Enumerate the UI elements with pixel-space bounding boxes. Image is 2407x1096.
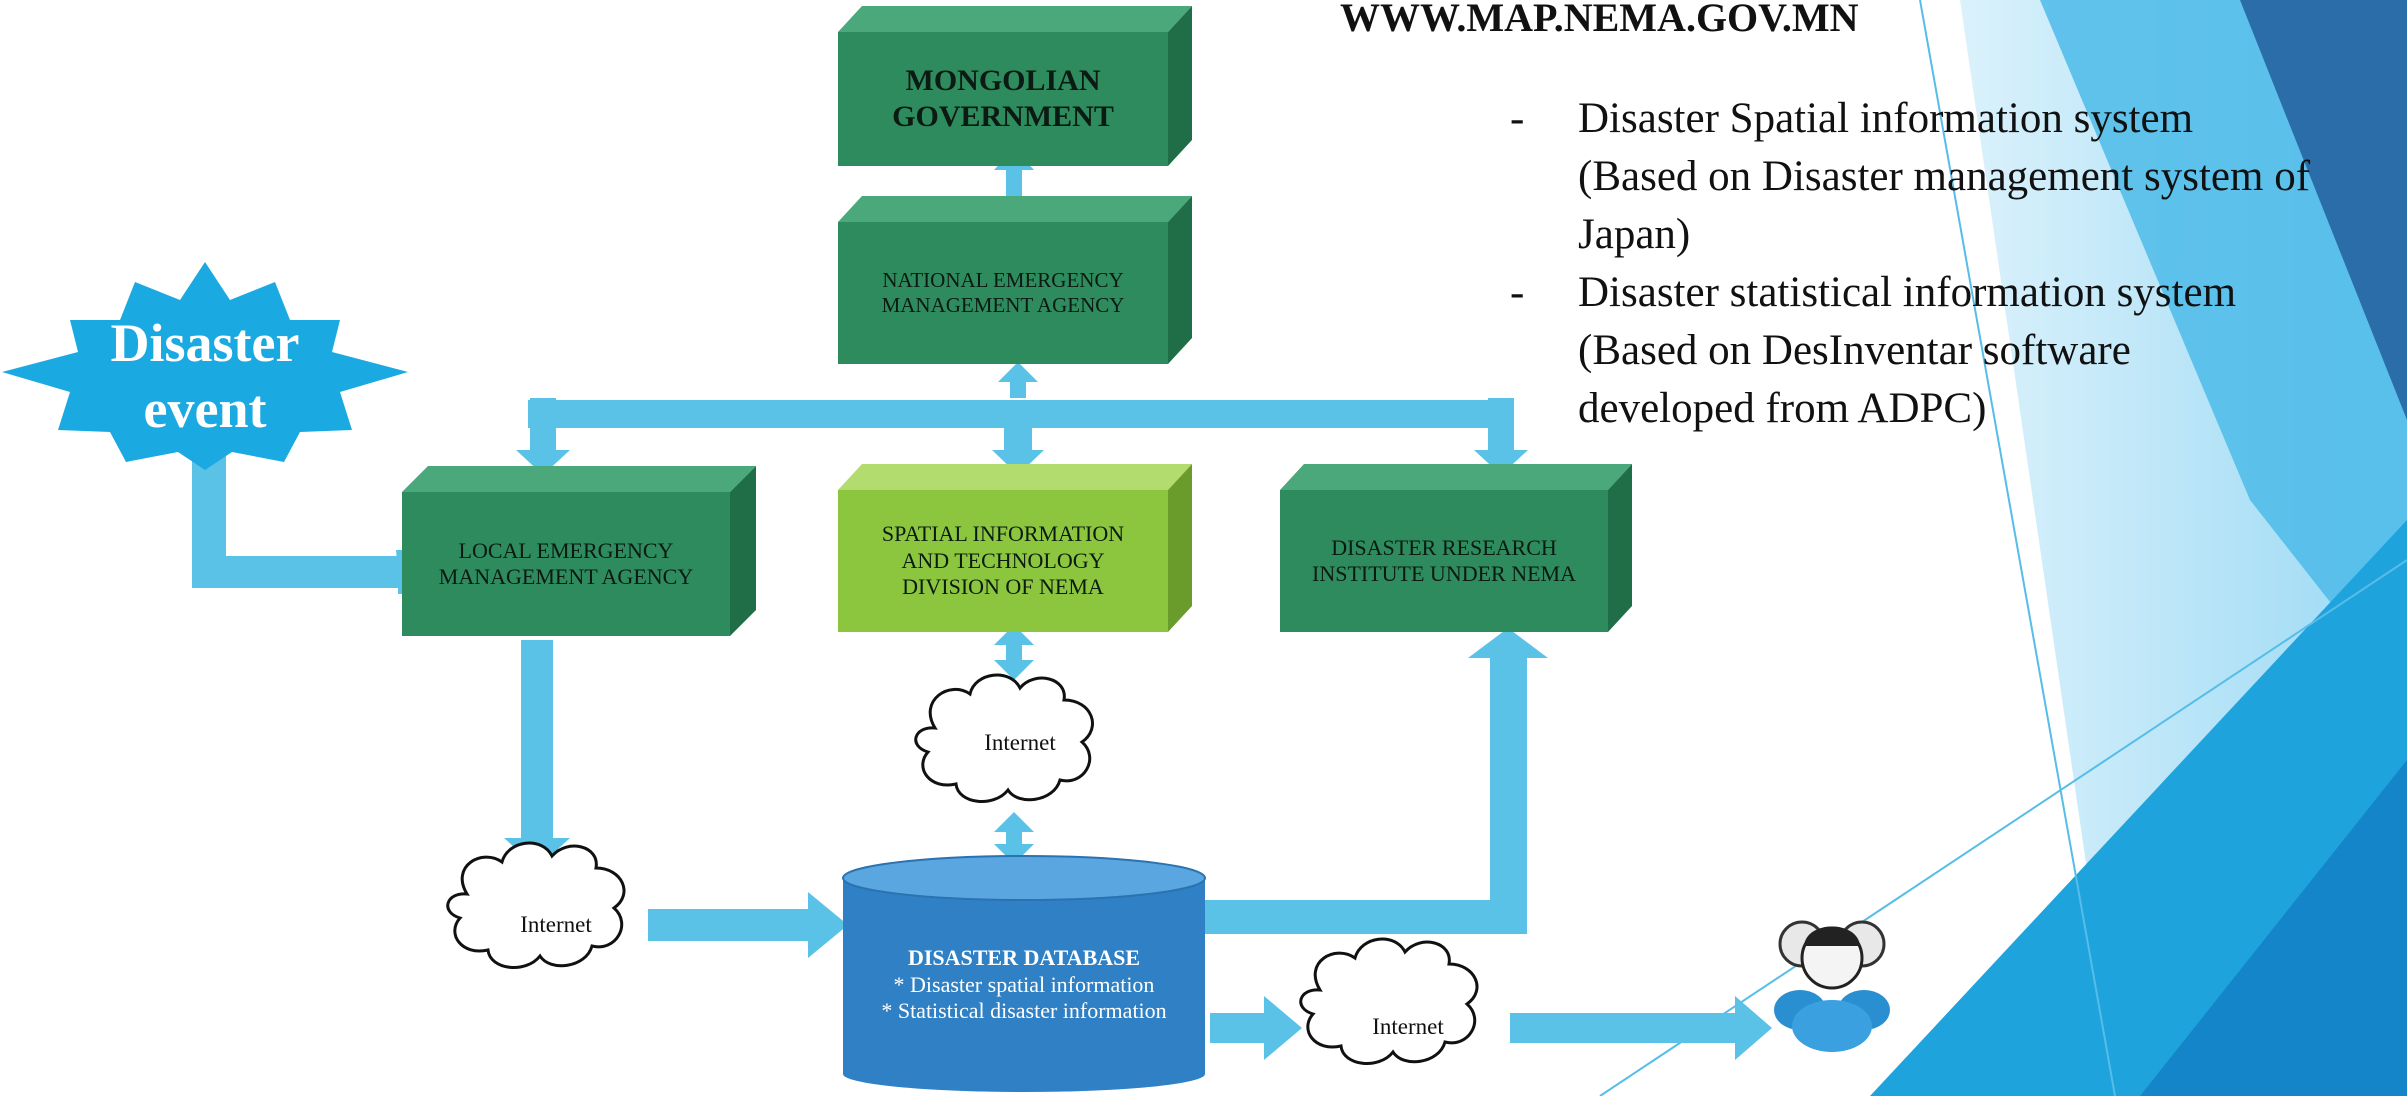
cloud-center-label: Internet [984, 730, 1056, 755]
bullet-marker: - [1510, 95, 1525, 142]
bullet-line: developed from ADPC) [1578, 385, 1987, 432]
arrow-cloud-db-right [648, 909, 810, 941]
node-research: DISASTER RESEARCH INSTITUTE UNDER NEMA [1280, 490, 1608, 632]
research-line2: INSTITUTE UNDER NEMA [1312, 561, 1576, 586]
arrow-to-spatial [992, 450, 1044, 475]
database-line2: * Statistical disaster information [881, 998, 1167, 1024]
arrow-spatial-cloud [994, 625, 1034, 680]
bg-facet-dark [2240, 0, 2407, 420]
arrow-local-down [521, 640, 553, 840]
node-government: MONGOLIAN GOVERNMENT [838, 32, 1168, 166]
spatial-line2: AND TECHNOLOGY [901, 547, 1105, 573]
box-research [1280, 464, 1632, 632]
spatial-line3: DIVISION OF NEMA [902, 574, 1104, 600]
database-title: DISASTER DATABASE [907, 945, 1141, 971]
bullet-item: - Disaster statistical information syste… [1510, 264, 2407, 438]
distribution-bar [528, 400, 1508, 428]
box-government [838, 6, 1192, 166]
spatial-line1: SPATIAL INFORMATION [881, 521, 1125, 547]
bullet-line: Disaster Spatial information system [1578, 95, 2194, 142]
arrow-to-local [516, 450, 570, 475]
bullet-line: (Based on Disaster management system of [1578, 153, 2311, 200]
website-url: WWW.MAP.NEMA.GOV.MN [1340, 0, 1859, 40]
bullet-line: Disaster statistical information system [1578, 269, 2237, 316]
bullet-marker: - [1510, 269, 1525, 316]
node-nema: NATIONAL EMERGENCY MANAGEMENT AGENCY [838, 222, 1168, 364]
bullet-list: - Disaster Spatial information system (B… [1510, 90, 2407, 438]
node-database: DISASTER DATABASE * Disaster spatial inf… [843, 930, 1205, 1040]
cloud-left-shape [446, 841, 626, 969]
nema-line2: MANAGEMENT AGENCY [881, 293, 1125, 317]
arrow-to-research [1474, 450, 1528, 475]
cloud-center-shape [914, 673, 1094, 803]
arrow-db-research [1205, 900, 1527, 934]
cloud-right-shape [1299, 937, 1479, 1065]
event-line1: Disaster [110, 313, 300, 373]
research-line1: DISASTER RESEARCH [1331, 534, 1557, 560]
box-local [402, 466, 756, 636]
nema-line1: NATIONAL EMERGENCY [882, 267, 1124, 292]
node-spatial: SPATIAL INFORMATION AND TECHNOLOGY DIVIS… [838, 490, 1168, 632]
event-line2: event [143, 379, 267, 439]
box-nema [838, 196, 1192, 364]
bullet-line: (Based on DesInventar software [1578, 327, 2131, 374]
database-line1: * Disaster spatial information [893, 971, 1155, 997]
local-line2: MANAGEMENT AGENCY [438, 564, 694, 589]
gov-line2: GOVERNMENT [892, 100, 1114, 133]
bullet-line: Japan) [1578, 211, 1691, 258]
bullet-item: - Disaster Spatial information system (B… [1510, 90, 2407, 264]
arrow-cloud-db [994, 812, 1034, 864]
node-local: LOCAL EMERGENCY MANAGEMENT AGENCY [402, 492, 730, 636]
gov-line1: MONGOLIAN [905, 64, 1101, 97]
cloud-right-label: Internet [1372, 1014, 1444, 1039]
cloud-left-label: Internet [520, 912, 592, 937]
box-spatial [838, 464, 1192, 632]
arrow-nema-bar [998, 362, 1038, 398]
arrow-cloud-users [1510, 1013, 1738, 1043]
database-cylinder [842, 855, 1206, 1092]
arrow-db-cloud [1210, 1013, 1268, 1043]
bg-facet-lower-dark [2140, 760, 2407, 1096]
local-line1: LOCAL EMERGENCY [458, 537, 674, 563]
disaster-event-label: Disaster event [60, 310, 350, 442]
